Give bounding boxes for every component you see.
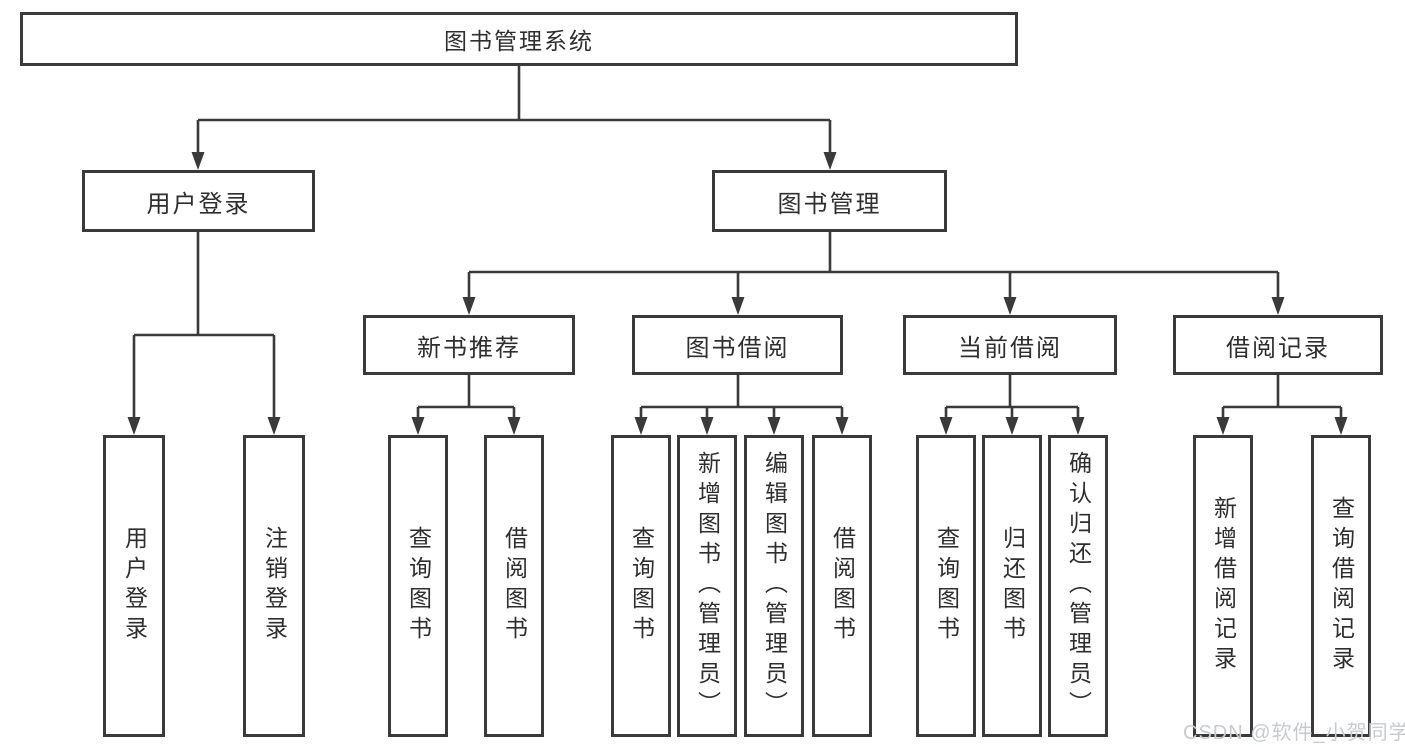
csdn-watermark: CSDN @软件_小贺同学 bbox=[1183, 722, 1405, 744]
node-book-management-label: 图书管理 bbox=[777, 190, 882, 218]
leaf-user-login: 用户登录 bbox=[103, 435, 165, 737]
leaf-borrow-book-2: 借阅图书 bbox=[812, 435, 872, 737]
node-current-borrow-label: 当前借阅 bbox=[958, 334, 1062, 362]
leaf-query-book-1: 查询图书 bbox=[388, 435, 448, 737]
leaf-user-login-label: 用户登录 bbox=[121, 526, 148, 646]
leaf-add-borrow-record: 新增借阅记录 bbox=[1193, 435, 1253, 737]
leaf-query-book-2: 查询图书 bbox=[611, 435, 671, 737]
leaf-query-book-3: 查询图书 bbox=[916, 435, 976, 737]
node-current-borrow: 当前借阅 bbox=[903, 315, 1117, 375]
leaf-borrow-book-1: 借阅图书 bbox=[484, 435, 544, 737]
node-root-label: 图书管理系统 bbox=[444, 28, 594, 54]
leaf-borrow-book-1-label: 借阅图书 bbox=[501, 526, 528, 646]
leaf-logout: 注销登录 bbox=[243, 435, 305, 737]
leaf-borrow-book-2-label: 借阅图书 bbox=[829, 526, 856, 646]
leaf-add-borrow-record-label: 新增借阅记录 bbox=[1210, 496, 1237, 676]
node-borrow-record: 借阅记录 bbox=[1173, 315, 1383, 375]
node-book-borrow: 图书借阅 bbox=[632, 315, 843, 375]
leaf-logout-label: 注销登录 bbox=[261, 526, 288, 646]
node-new-book-recommend-label: 新书推荐 bbox=[417, 334, 521, 362]
leaf-query-book-3-label: 查询图书 bbox=[933, 526, 960, 646]
leaf-confirm-return-admin-label: 确认归还（管理员） bbox=[1065, 451, 1092, 721]
leaf-add-book-admin-label: 新增图书（管理员） bbox=[694, 451, 721, 721]
node-new-book-recommend: 新书推荐 bbox=[363, 315, 575, 375]
leaf-edit-book-admin: 编辑图书（管理员） bbox=[744, 435, 804, 737]
leaf-query-borrow-record-label: 查询借阅记录 bbox=[1328, 496, 1355, 676]
leaf-confirm-return-admin: 确认归还（管理员） bbox=[1048, 435, 1108, 737]
node-root: 图书管理系统 bbox=[20, 12, 1018, 66]
leaf-return-book-label: 归还图书 bbox=[999, 526, 1026, 646]
leaf-query-book-2-label: 查询图书 bbox=[628, 526, 655, 646]
node-book-borrow-label: 图书借阅 bbox=[685, 334, 790, 362]
leaf-query-book-1-label: 查询图书 bbox=[405, 526, 432, 646]
node-borrow-record-label: 借阅记录 bbox=[1226, 334, 1330, 362]
node-user-login-label: 用户登录 bbox=[146, 190, 251, 218]
leaf-edit-book-admin-label: 编辑图书（管理员） bbox=[761, 451, 788, 721]
leaf-return-book: 归还图书 bbox=[982, 435, 1042, 737]
node-user-login: 用户登录 bbox=[82, 170, 315, 232]
leaf-add-book-admin: 新增图书（管理员） bbox=[677, 435, 737, 737]
leaf-query-borrow-record: 查询借阅记录 bbox=[1311, 435, 1371, 737]
node-book-management: 图书管理 bbox=[712, 170, 947, 232]
